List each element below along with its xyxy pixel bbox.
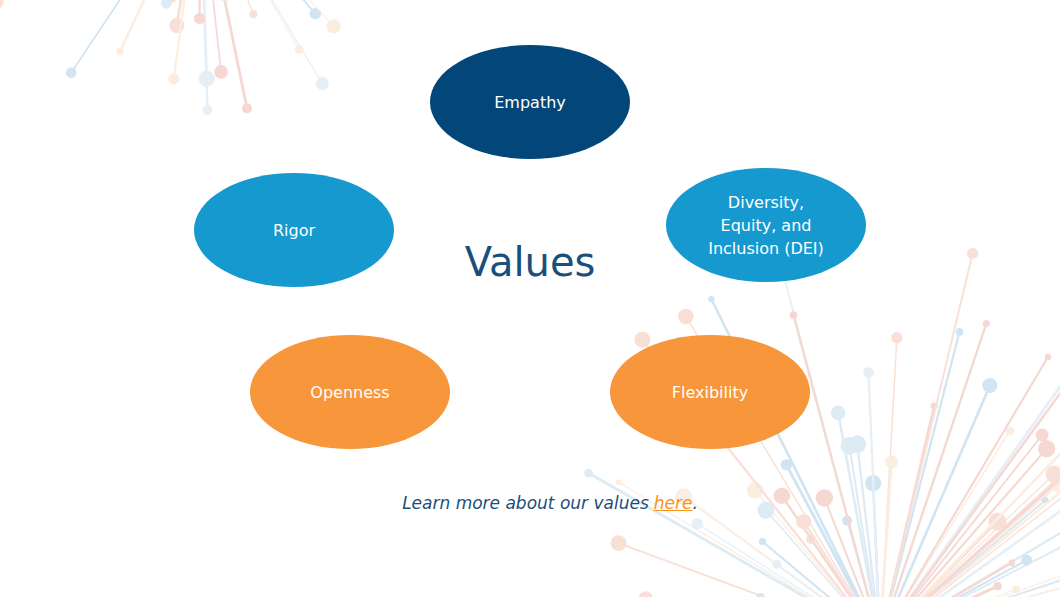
- value-label: Openness: [310, 381, 389, 404]
- note-text: .: [692, 493, 697, 513]
- link-text: here: [654, 493, 693, 513]
- value-label: Diversity, Equity, and Inclusion (DEI): [706, 191, 826, 260]
- diagram-title: Values: [465, 238, 596, 286]
- value-ellipse: Diversity, Equity, and Inclusion (DEI): [666, 168, 866, 282]
- value-ellipse: Rigor: [194, 173, 394, 287]
- footer-note: Learn more about our valueshere.: [398, 491, 702, 515]
- note-text: Learn more about our values: [402, 493, 649, 513]
- value-ellipse: Openness: [250, 335, 450, 449]
- value-label: Flexibility: [672, 381, 748, 404]
- value-label: Rigor: [273, 219, 315, 242]
- value-label: Empathy: [494, 91, 566, 114]
- value-ellipse: Empathy: [430, 45, 630, 159]
- value-ellipse: Flexibility: [610, 335, 810, 449]
